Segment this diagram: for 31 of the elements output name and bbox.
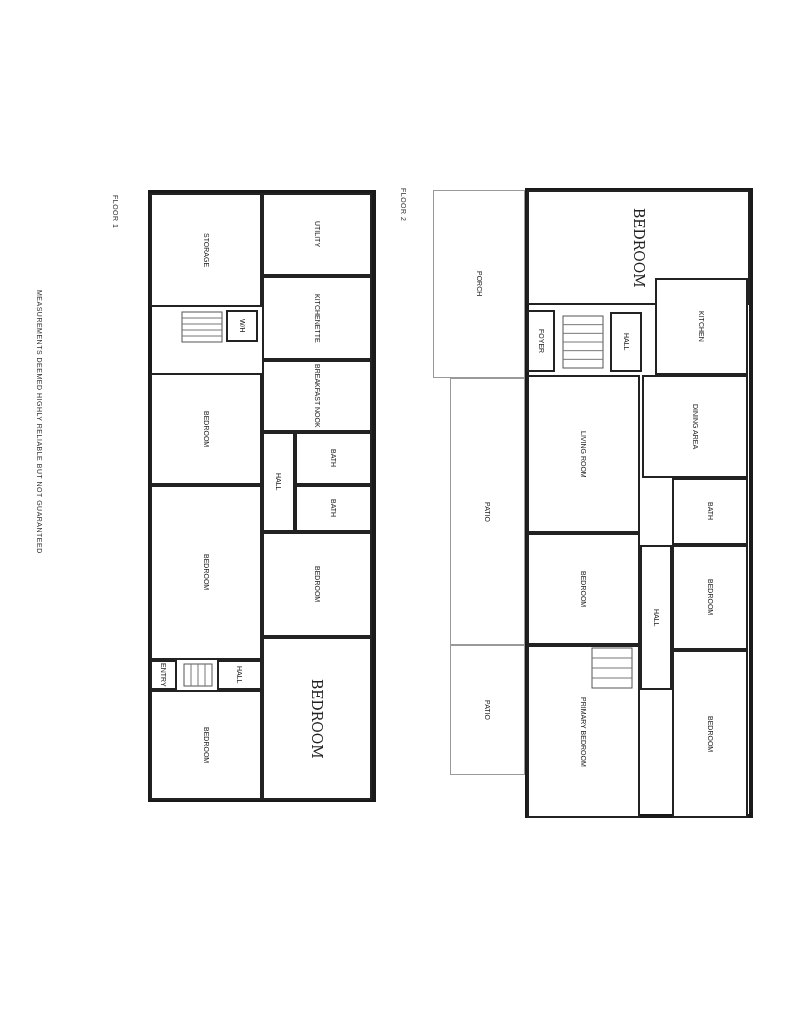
room-outline (262, 193, 372, 276)
room-outline (672, 478, 748, 545)
room-label: BEDROOM (309, 678, 325, 759)
room-outline (672, 650, 748, 818)
room-outline (655, 278, 748, 375)
room-outline (642, 375, 748, 478)
room-outline (640, 545, 672, 690)
room-outline (262, 637, 372, 800)
room-outline (527, 645, 640, 818)
room-outline (610, 312, 642, 372)
room-outline (150, 690, 262, 800)
room-outline (150, 660, 177, 690)
room-outline (527, 375, 640, 533)
room-outline (672, 545, 748, 650)
room-outline (295, 432, 372, 485)
room-outline (262, 432, 295, 532)
room-outline (295, 485, 372, 532)
outdoor-area-outline (450, 378, 525, 645)
room-outline (262, 360, 372, 432)
room-outline (217, 660, 262, 690)
room-outline (262, 532, 372, 637)
room-outline (262, 276, 372, 360)
room-outline (150, 485, 262, 660)
outdoor-area-outline (450, 645, 525, 775)
room-outline (226, 310, 258, 342)
room-outline (527, 533, 640, 645)
room-outline (150, 373, 262, 485)
room-outline (150, 193, 262, 307)
room-outline (527, 190, 750, 305)
outdoor-area-outline (433, 190, 525, 378)
room-outline (527, 310, 555, 372)
